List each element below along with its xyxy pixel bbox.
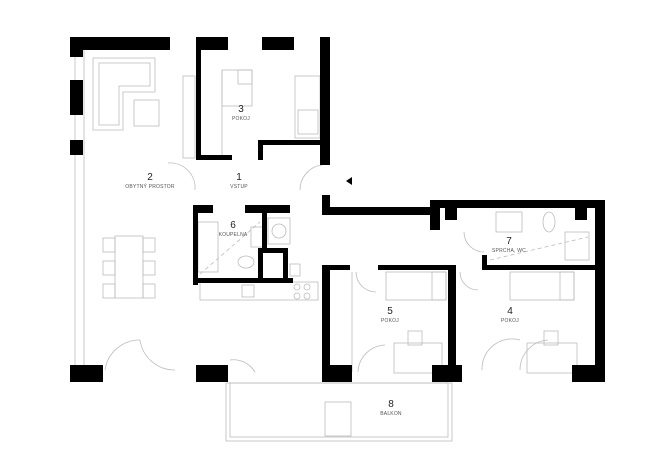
room-number: 1 <box>236 172 242 183</box>
room-name: POKOJ <box>501 318 519 324</box>
room-label-4: 4 POKOJ <box>501 307 519 324</box>
room-label-1: 1 VSTUP <box>230 173 248 190</box>
room-name: SPRCHA, WC <box>492 248 526 254</box>
room-number: 5 <box>387 306 393 317</box>
room-number: 4 <box>507 306 513 317</box>
room-name: KOUPELNA <box>218 232 248 238</box>
room-label-7: 7 SPRCHA, WC <box>492 237 526 254</box>
room-name: VSTUP <box>230 184 248 190</box>
room-label-5: 5 POKOJ <box>381 307 399 324</box>
room-name: POKOJ <box>381 318 399 324</box>
room-label-3: 3 POKOJ <box>232 105 250 122</box>
room-number: 7 <box>506 236 512 247</box>
room-number: 8 <box>388 399 394 410</box>
room-name: OBYTNÝ PROSTOR <box>125 184 175 190</box>
room-label-6: 6 KOUPELNA <box>219 221 248 238</box>
room-label-8: 8 BALKON <box>380 400 402 417</box>
room-number: 2 <box>147 172 153 183</box>
room-name: POKOJ <box>232 116 250 122</box>
room-label-2: 2 OBYTNÝ PROSTOR <box>125 173 174 190</box>
room-number: 3 <box>238 104 244 115</box>
room-number: 6 <box>230 220 236 231</box>
entry-arrow <box>346 177 352 185</box>
room-name: BALKON <box>380 411 402 417</box>
